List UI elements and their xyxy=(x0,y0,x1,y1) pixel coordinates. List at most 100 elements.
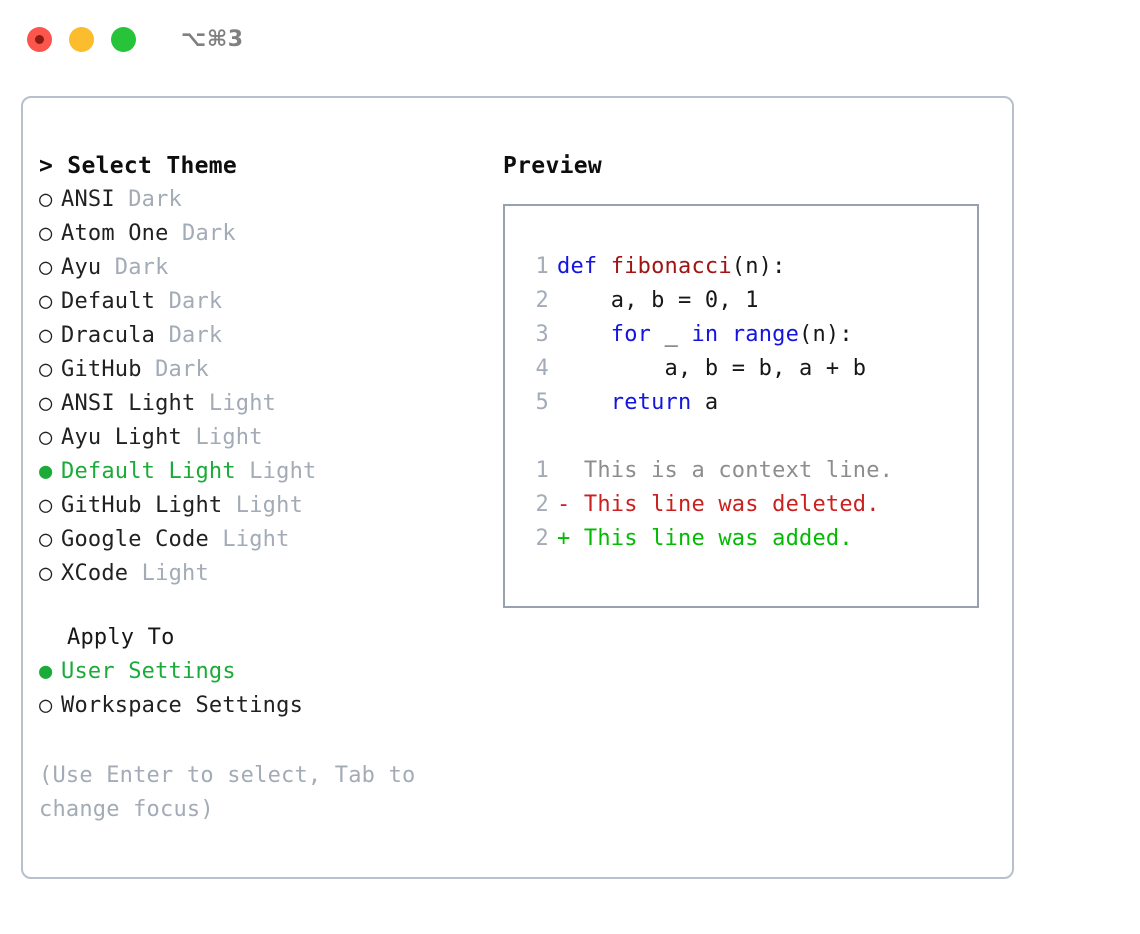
theme-option-label: Google Code xyxy=(61,527,209,552)
line-number: 5 xyxy=(535,390,549,415)
radio-unselected-icon: ○ xyxy=(39,425,53,450)
code-line: 2 a, b = 0, 1 xyxy=(505,284,977,318)
title-bar: ⌥⌘3 xyxy=(0,0,1140,78)
diff-line-text: This is a context line. xyxy=(557,458,894,483)
radio-unselected-icon: ○ xyxy=(39,323,53,348)
theme-option-github-light[interactable]: ○ GitHub Light Light xyxy=(39,489,469,523)
code-token: def xyxy=(557,254,611,279)
line-number: 2 xyxy=(535,492,549,517)
theme-selection-column: > Select Theme ○ANSI Dark○Atom One Dark○… xyxy=(39,149,469,827)
theme-option-label: Dracula xyxy=(61,323,156,348)
diff-line: 2 - This line was deleted. xyxy=(505,488,977,522)
theme-option-category: Light xyxy=(128,561,209,586)
theme-option-dracula[interactable]: ○ Dracula Dark xyxy=(39,319,469,353)
line-number: 2 xyxy=(535,526,549,551)
theme-option-default[interactable]: ○ Default Dark xyxy=(39,285,469,319)
theme-option-category: Dark xyxy=(141,357,209,382)
diff-sample: 1 This is a context line. 2 - This line wa… xyxy=(505,454,977,556)
diff-line-text: + This line was added. xyxy=(557,526,853,551)
theme-option-category: Light xyxy=(222,493,304,518)
theme-option-category: Dark xyxy=(168,221,236,246)
radio-selected-icon: ● xyxy=(39,459,53,484)
keyboard-hint-text: (Use Enter to select, Tab to change focu… xyxy=(39,763,429,822)
radio-unselected-icon: ○ xyxy=(39,561,53,586)
apply-to-option-list[interactable]: ● User Settings ○ Workspace Settings xyxy=(39,655,469,723)
theme-option-label: GitHub xyxy=(61,357,142,382)
radio-unselected-icon: ○ xyxy=(39,527,53,552)
diff-line: 1 This is a context line. xyxy=(505,454,977,488)
apply-to-option-label: Workspace Settings xyxy=(61,693,304,718)
theme-option-label: Atom One xyxy=(61,221,169,246)
theme-option-google-code[interactable]: ○ Google Code Light xyxy=(39,523,469,557)
radio-unselected-icon: ○ xyxy=(39,693,53,718)
radio-unselected-icon: ○ xyxy=(39,493,53,518)
theme-option-ayu[interactable]: ○ Ayu Dark xyxy=(39,251,469,285)
code-token: for xyxy=(610,322,652,347)
theme-option-category: Dark xyxy=(155,289,223,314)
theme-option-label: Default Light xyxy=(61,459,236,484)
theme-option-default-light[interactable]: ● Default Light Light xyxy=(39,455,469,489)
theme-option-category: Dark xyxy=(155,323,223,348)
radio-selected-icon: ● xyxy=(39,659,53,684)
radio-unselected-icon: ○ xyxy=(39,357,53,382)
line-number: 4 xyxy=(535,356,549,381)
theme-option-category: Light xyxy=(208,527,290,552)
main-panel: > Select Theme ○ANSI Dark○Atom One Dark○… xyxy=(21,96,1014,879)
theme-option-label: ANSI xyxy=(61,187,115,212)
code-token: a, b = b, a + b xyxy=(557,356,867,381)
code-token: in xyxy=(691,322,719,347)
theme-option-github[interactable]: ○ GitHub Dark xyxy=(39,353,469,387)
line-number: 2 xyxy=(535,288,549,313)
code-token: a, b = 0, 1 xyxy=(557,288,759,313)
theme-option-category: Light xyxy=(235,459,317,484)
code-token: return xyxy=(610,390,692,415)
minimize-window-button[interactable] xyxy=(69,26,94,52)
close-window-button[interactable] xyxy=(27,26,52,52)
apply-to-option-label: User Settings xyxy=(61,659,236,684)
apply-to-option-workspace-settings[interactable]: ○ Workspace Settings xyxy=(39,689,469,723)
radio-unselected-icon: ○ xyxy=(39,391,53,416)
code-token: fibonacci xyxy=(610,254,732,279)
theme-option-label: Ayu Light xyxy=(61,425,183,450)
theme-option-atom-one[interactable]: ○ Atom One Dark xyxy=(39,217,469,251)
theme-option-ayu-light[interactable]: ○ Ayu Light Light xyxy=(39,421,469,455)
apply-to-option-user-settings[interactable]: ● User Settings xyxy=(39,655,469,689)
preview-heading: Preview xyxy=(503,153,603,179)
traffic-lights xyxy=(27,26,136,52)
theme-option-label: XCode xyxy=(61,561,129,586)
line-number: 3 xyxy=(535,322,549,347)
maximize-window-button[interactable] xyxy=(111,26,136,52)
theme-option-label: Ayu xyxy=(61,255,102,280)
theme-option-label: GitHub Light xyxy=(61,493,223,518)
line-number: 1 xyxy=(535,458,549,483)
code-line: 4 a, b = b, a + b xyxy=(505,352,977,386)
theme-option-ansi[interactable]: ○ANSI Dark xyxy=(39,183,469,217)
theme-option-label: ANSI Light xyxy=(61,391,196,416)
theme-option-category: Dark xyxy=(101,255,169,280)
theme-option-ansi-light[interactable]: ○ ANSI Light Light xyxy=(39,387,469,421)
code-line: 1 def fibonacci(n): xyxy=(505,250,977,284)
theme-option-category: Light xyxy=(182,425,263,450)
code-token: (n): xyxy=(731,254,786,279)
theme-option-label: Default xyxy=(61,289,156,314)
code-token xyxy=(557,322,611,347)
theme-option-list[interactable]: ○ANSI Dark○Atom One Dark○Ayu Dark○Defaul… xyxy=(39,183,469,591)
preview-separator xyxy=(505,420,977,454)
radio-unselected-icon: ○ xyxy=(39,221,53,246)
line-number: 1 xyxy=(535,254,549,279)
code-line: 3 for _ in range(n): xyxy=(505,318,977,352)
code-token xyxy=(557,390,611,415)
radio-unselected-icon: ○ xyxy=(39,255,53,280)
code-token xyxy=(718,322,731,347)
theme-option-category: Light xyxy=(195,391,277,416)
diff-line-text: - This line was deleted. xyxy=(557,492,880,517)
code-token: range xyxy=(731,322,800,347)
code-line: 5 return a xyxy=(505,386,977,420)
radio-unselected-icon: ○ xyxy=(39,289,53,314)
code-token: (n): xyxy=(799,322,853,347)
theme-option-xcode[interactable]: ○ XCode Light xyxy=(39,557,469,591)
apply-to-heading: Apply To xyxy=(67,625,175,650)
